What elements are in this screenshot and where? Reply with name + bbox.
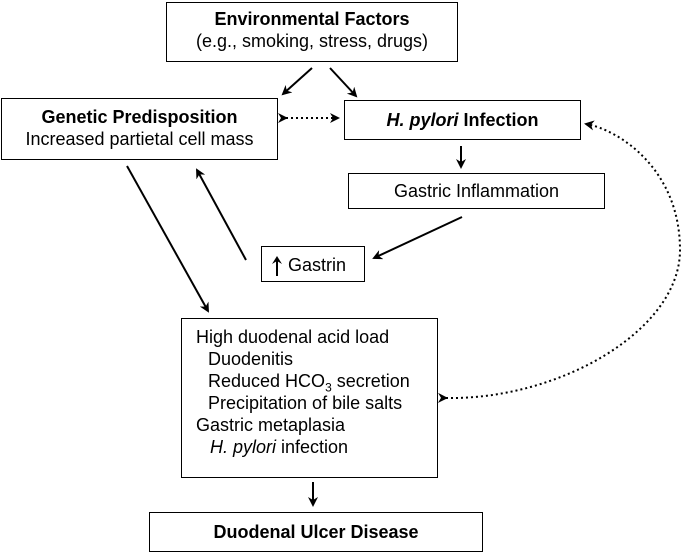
inflammation-label: Gastric Inflammation (393, 181, 560, 201)
acid-load-line6-italic: H. pylori (210, 437, 277, 457)
genetic-title: Genetic Predisposition (41, 107, 238, 127)
arrow-genetic-to-acidload (126, 165, 209, 313)
arrow-env-to-genetic (281, 67, 313, 96)
genetic-predisposition-box: Genetic Predisposition Increased partiet… (1, 98, 278, 160)
environmental-subtitle: (e.g., smoking, stress, drugs) (195, 31, 429, 51)
acid-load-line6: H. pylori infection (196, 436, 437, 458)
arrow-gastrin-to-genetic (196, 168, 247, 261)
acid-load-line5: Gastric metaplasia (196, 415, 346, 435)
acid-load-line2: Duodenitis (208, 349, 294, 369)
arrow-env-to-hpylori (329, 67, 358, 98)
acid-load-line3-post: secretion (331, 371, 410, 391)
environmental-title: Environmental Factors (214, 9, 410, 29)
up-arrow-icon (272, 256, 282, 276)
environmental-factors-box: Environmental Factors (e.g., smoking, st… (166, 2, 458, 62)
gastric-inflammation-box: Gastric Inflammation (348, 173, 605, 209)
hpylori-italic: H. pylori (386, 110, 459, 130)
hpylori-rest: Infection (458, 110, 539, 130)
hpylori-infection-box: H. pylori Infection (344, 100, 581, 140)
acid-load-line4: Precipitation of bile salts (208, 393, 403, 413)
dotted-curve-acidload-hpylori (437, 120, 682, 403)
acid-load-line3-sub: 3 (325, 380, 332, 395)
acid-load-line6-rest: infection (276, 437, 349, 457)
genetic-subtitle: Increased partietal cell mass (25, 129, 254, 149)
acid-load-box: High duodenal acid load Duodenitis Reduc… (181, 318, 438, 478)
outcome-label: Duodenal Ulcer Disease (213, 522, 419, 542)
acid-load-line3-pre: Reduced HCO (208, 371, 326, 391)
arrow-inflammation-to-gastrin (372, 216, 463, 260)
acid-load-line1: High duodenal acid load (196, 327, 390, 347)
gastrin-box: Gastrin (261, 246, 365, 282)
duodenal-ulcer-box: Duodenal Ulcer Disease (149, 512, 483, 552)
acid-load-line3: Reduced HCO3 secretion (196, 370, 437, 395)
gastrin-label: Gastrin (288, 255, 347, 275)
